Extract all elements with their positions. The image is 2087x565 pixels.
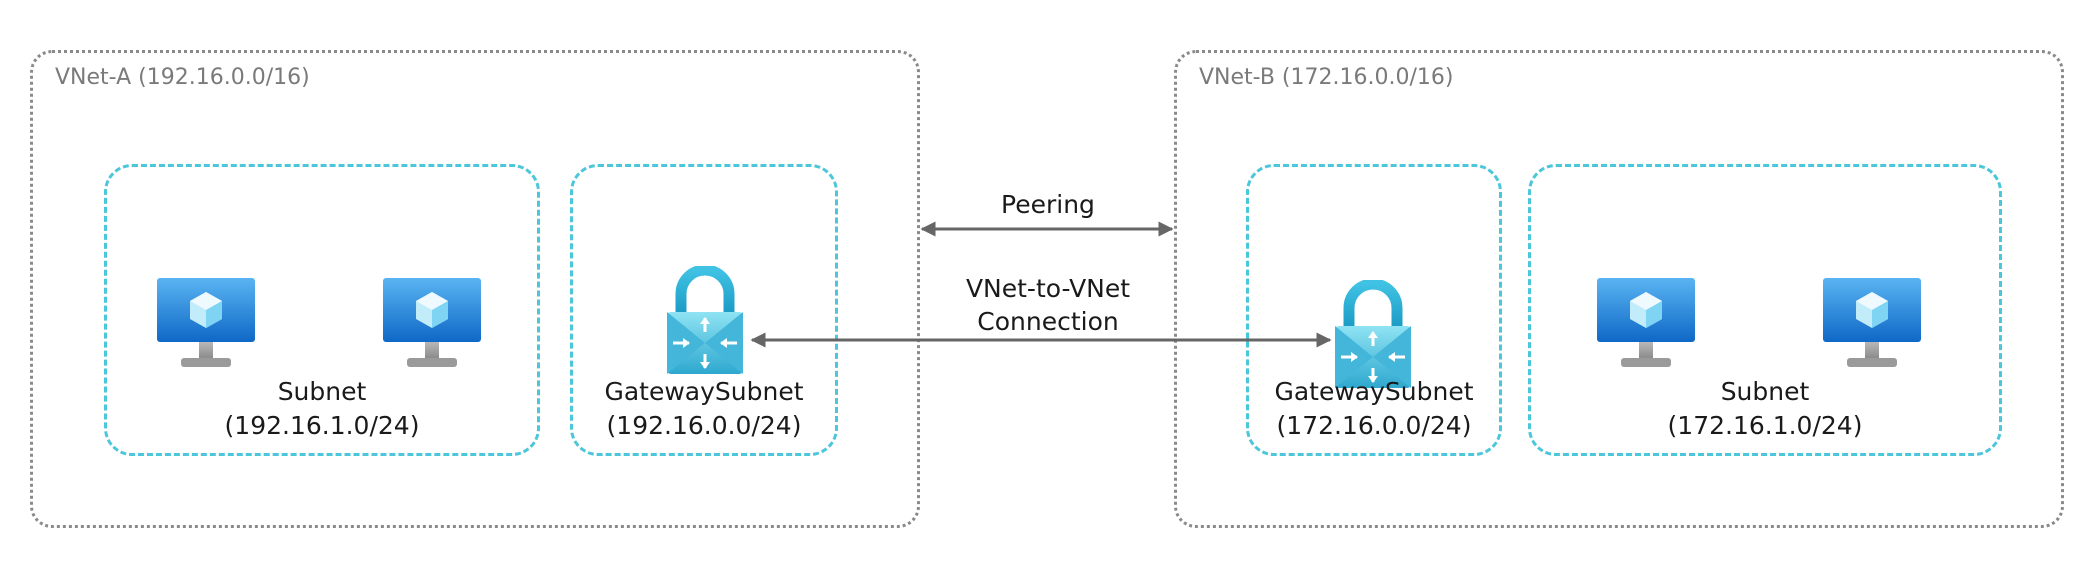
vnet-b-subnet: Subnet (172.16.1.0/24) xyxy=(1528,164,2002,456)
vnet-b-gateway-subnet-name: GatewaySubnet xyxy=(1274,377,1474,406)
vnet-a-gateway-subnet: GatewaySubnet (192.16.0.0/24) xyxy=(570,164,838,456)
vnet-to-vnet-label-line2: Connection xyxy=(977,307,1119,336)
vnet-to-vnet-label-line1: VNet-to-VNet xyxy=(965,274,1131,303)
vnet-a-gateway-subnet-name: GatewaySubnet xyxy=(604,377,804,406)
vnet-a-gateway-subnet-cidr: (192.16.0.0/24) xyxy=(606,411,802,440)
vnet-a-subnet-name: Subnet xyxy=(277,377,367,406)
vnet-a-title: VNet-A (192.16.0.0/16) xyxy=(55,65,310,90)
vnet-a-container: VNet-A (192.16.0.0/16) xyxy=(30,50,920,528)
vnet-b-container: VNet-B (172.16.0.0/16) xyxy=(1174,50,2064,528)
vnet-b-gateway-subnet: GatewaySubnet (172.16.0.0/24) xyxy=(1246,164,1502,456)
vnet-a-subnet-cidr: (192.16.1.0/24) xyxy=(224,411,420,440)
vnet-b-subnet-cidr: (172.16.1.0/24) xyxy=(1667,411,1863,440)
vnet-b-gateway-subnet-cidr: (172.16.0.0/24) xyxy=(1276,411,1472,440)
vnet-b-subnet-name: Subnet xyxy=(1720,377,1810,406)
peering-label: Peering xyxy=(1001,190,1095,219)
vnet-a-subnet: Subnet (192.16.1.0/24) xyxy=(104,164,540,456)
vnet-b-title: VNet-B (172.16.0.0/16) xyxy=(1199,65,1454,90)
